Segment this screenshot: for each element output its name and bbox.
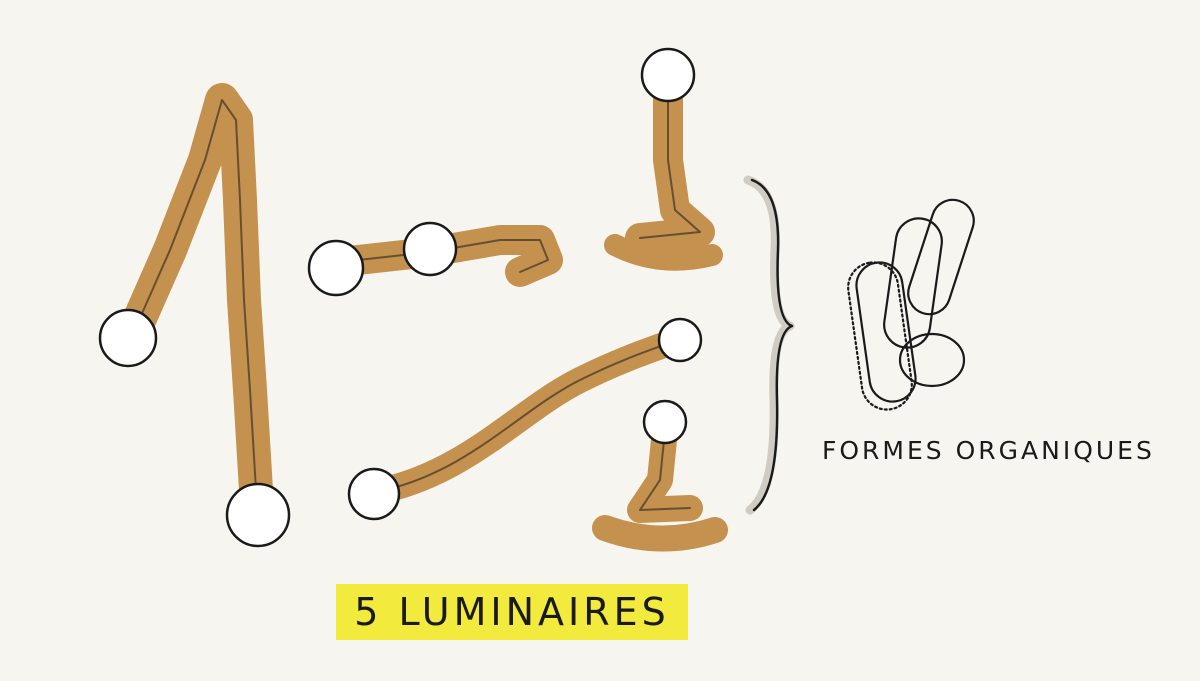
caption-luminaires: 5 LUMINAIRES (336, 584, 688, 640)
lamp-horizontal-double (307, 221, 563, 297)
lamp-curve-body (372, 327, 691, 503)
lamp-upright-bent (604, 47, 723, 271)
organic-shape-back (847, 261, 913, 411)
organic-shapes-sketch (847, 198, 975, 411)
lamp-curve-outline (384, 339, 679, 491)
bulb-icon (307, 239, 365, 297)
lamp-upright-base (604, 234, 723, 271)
brace-shadow (743, 175, 795, 515)
organic-shape-blob (898, 332, 966, 388)
lamp-small-bent (592, 399, 728, 552)
bulb-icon (640, 47, 696, 103)
bulb-icon (657, 317, 703, 363)
lamp-upright-body (625, 77, 715, 253)
organic-shape-front (855, 261, 917, 403)
lamp-small-base (592, 515, 728, 552)
bulb-icon (642, 399, 688, 445)
bulb-icon (98, 308, 158, 368)
organic-shape-right (907, 198, 975, 316)
lamp-long-curve (347, 317, 703, 521)
bulb-icon (347, 467, 401, 521)
lamp-tall-bent (98, 83, 291, 548)
caption-organic-forms: FORMES ORGANIQUES (822, 436, 1155, 465)
curly-brace (750, 178, 794, 512)
organic-shape-middle (883, 217, 943, 349)
lamp-small-outline (639, 439, 691, 511)
lamp-tall-outline (139, 99, 257, 491)
lamp-upright-outline (639, 91, 701, 239)
bulb-icon (402, 221, 458, 277)
bulb-icon (225, 482, 291, 548)
